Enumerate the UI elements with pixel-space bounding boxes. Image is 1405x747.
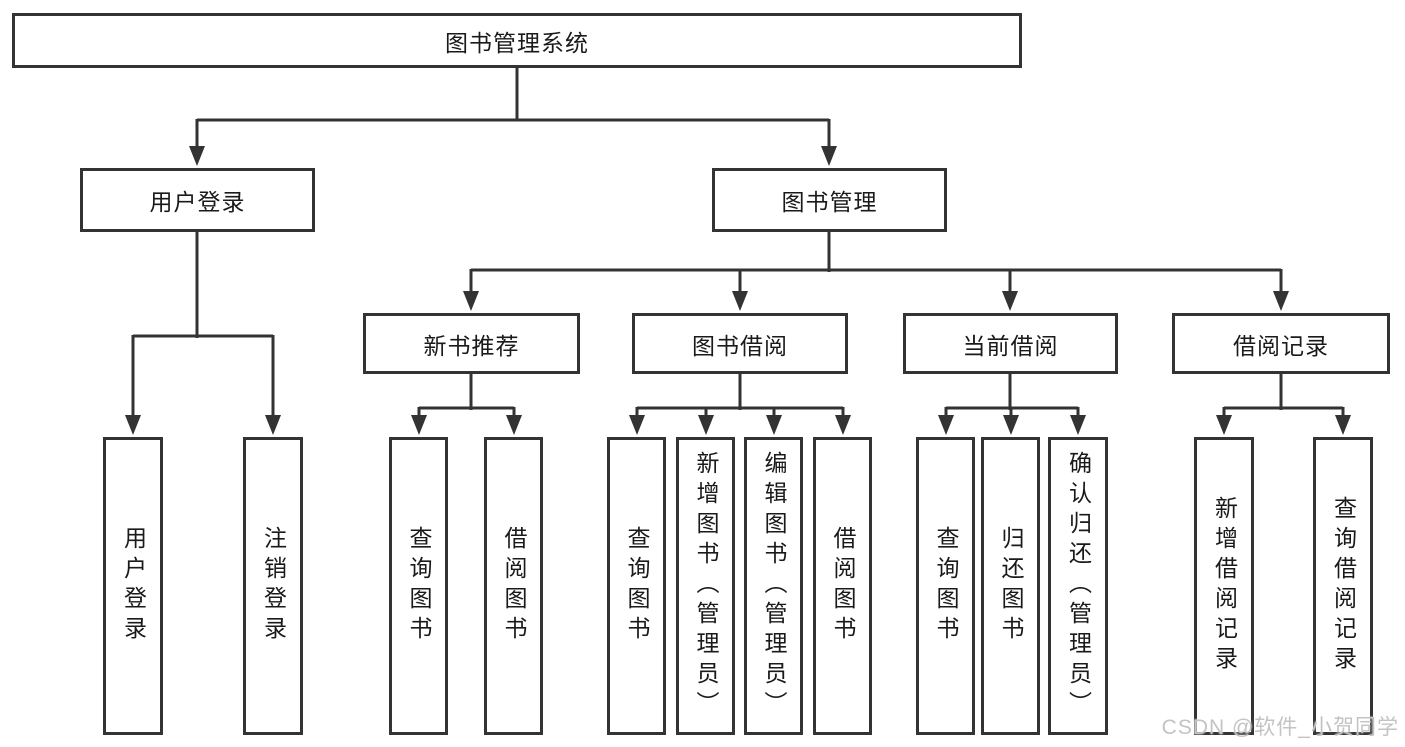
node-book-borrow: 图书借阅 — [632, 313, 848, 374]
leaf-add-book-admin-label: 新增图书（管理员） — [693, 451, 719, 721]
leaf-borrow-books-2: 借阅图书 — [813, 437, 872, 735]
leaf-logout: 注销登录 — [243, 437, 303, 735]
leaf-confirm-return-admin-label: 确认归还（管理员） — [1065, 451, 1092, 721]
node-new-book-recommend-label: 新书推荐 — [423, 332, 520, 359]
leaf-logout-label: 注销登录 — [260, 526, 287, 646]
leaf-query-books-1-label: 查询图书 — [406, 526, 432, 646]
leaf-borrow-books-1-label: 借阅图书 — [501, 526, 527, 646]
leaf-query-books-1: 查询图书 — [389, 437, 448, 735]
node-new-book-recommend: 新书推荐 — [363, 313, 580, 374]
node-system-root-label: 图书管理系统 — [445, 29, 589, 56]
leaf-return-book-label: 归还图书 — [998, 526, 1024, 646]
node-current-borrow-label: 当前借阅 — [962, 332, 1059, 359]
node-book-borrow-label: 图书借阅 — [692, 332, 788, 359]
leaf-edit-book-admin-label: 编辑图书（管理员） — [761, 451, 787, 721]
node-system-root: 图书管理系统 — [12, 13, 1022, 68]
leaf-borrow-books-1: 借阅图书 — [484, 437, 543, 735]
leaf-query-books-2-label: 查询图书 — [624, 526, 650, 646]
node-borrow-record: 借阅记录 — [1172, 313, 1390, 374]
csdn-watermark: CSDN @软件_小贺同学 — [1161, 716, 1399, 739]
leaf-query-borrow-record-label: 查询借阅记录 — [1330, 496, 1357, 676]
leaf-user-login: 用户登录 — [103, 437, 163, 735]
leaf-query-books-2: 查询图书 — [607, 437, 666, 735]
node-book-management: 图书管理 — [712, 168, 947, 232]
leaf-user-login-label: 用户登录 — [120, 526, 147, 646]
leaf-edit-book-admin: 编辑图书（管理员） — [744, 437, 803, 735]
leaf-add-borrow-record-label: 新增借阅记录 — [1211, 496, 1238, 676]
leaf-query-books-3: 查询图书 — [916, 437, 975, 735]
leaf-query-borrow-record: 查询借阅记录 — [1313, 437, 1373, 735]
leaf-return-book: 归还图书 — [981, 437, 1040, 735]
node-current-borrow: 当前借阅 — [903, 313, 1118, 374]
node-user-login: 用户登录 — [80, 168, 315, 232]
node-borrow-record-label: 借阅记录 — [1233, 332, 1329, 359]
leaf-borrow-books-2-label: 借阅图书 — [830, 526, 856, 646]
leaf-add-book-admin: 新增图书（管理员） — [676, 437, 735, 735]
leaf-add-borrow-record: 新增借阅记录 — [1194, 437, 1254, 735]
node-book-management-label: 图书管理 — [781, 189, 878, 215]
leaf-confirm-return-admin: 确认归还（管理员） — [1048, 437, 1108, 735]
leaf-query-books-3-label: 查询图书 — [933, 526, 959, 646]
node-user-login-label: 用户登录 — [149, 189, 246, 215]
